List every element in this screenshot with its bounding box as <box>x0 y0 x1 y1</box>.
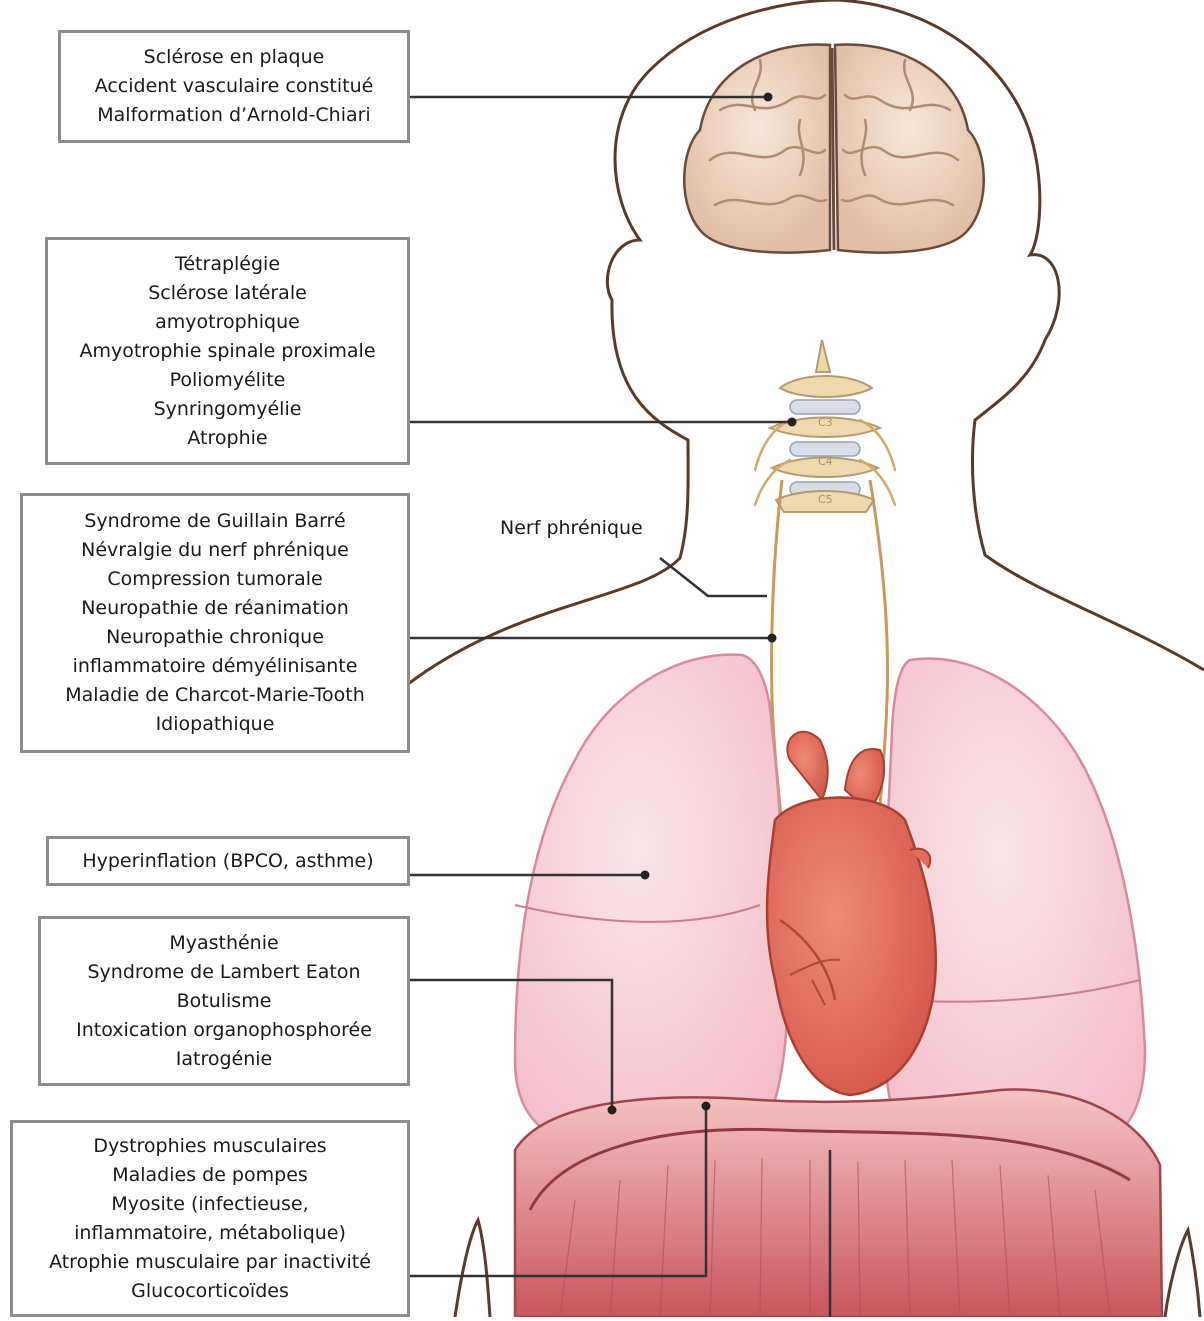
muscle-cause: Maladies de pompes <box>112 1161 308 1190</box>
spinal-cause: Sclérose latérale <box>148 279 307 308</box>
spinal-causes-box: Tétraplégie Sclérose latérale amyotrophi… <box>45 237 410 465</box>
brain-cause: Malformation d’Arnold-Chiari <box>97 101 370 130</box>
cervical-spine: C3 C4 C5 <box>755 340 895 512</box>
nerve-cause: Neuropathie de réanimation <box>81 594 349 623</box>
junction-cause: Botulisme <box>177 987 272 1016</box>
left-arm-outline <box>455 1220 490 1317</box>
brain-cause: Accident vasculaire constitué <box>95 72 374 101</box>
spinal-cause: Synringomyélie <box>154 395 302 424</box>
muscle-cause: inflammatoire, métabolique) <box>74 1219 346 1248</box>
vertebra-label-c4: C4 <box>818 455 833 468</box>
junction-causes-box: Myasthénie Syndrome de Lambert Eaton Bot… <box>38 916 410 1086</box>
spinal-cause: Poliomyélite <box>170 366 286 395</box>
junction-cause: Syndrome de Lambert Eaton <box>87 958 360 987</box>
nerve-cause: Syndrome de Guillain Barré <box>84 507 345 536</box>
muscle-cause: Atrophie musculaire par inactivité <box>49 1248 371 1277</box>
spinal-cause: amyotrophique <box>155 308 300 337</box>
phrenic-nerve-label: Nerf phrénique <box>500 517 643 539</box>
nerve-cause: inflammatoire démyélinisante <box>73 652 358 681</box>
nerve-cause: Compression tumorale <box>107 565 322 594</box>
nerve-cause: Maladie de Charcot-Marie-Tooth <box>65 681 365 710</box>
left-lung <box>515 655 787 1140</box>
vertebra-label-c5: C5 <box>818 493 833 506</box>
lung-cause: Hyperinflation (BPCO, asthme) <box>82 847 373 876</box>
brain-cause: Sclérose en plaque <box>144 43 325 72</box>
nerve-causes-box: Syndrome de Guillain Barré Névralgie du … <box>20 493 410 753</box>
spinal-cause: Amyotrophie spinale proximale <box>79 337 375 366</box>
junction-cause: Intoxication organophosphorée <box>76 1016 372 1045</box>
muscle-causes-box: Dystrophies musculaires Maladies de pomp… <box>10 1120 410 1317</box>
muscle-cause: Glucocorticoïdes <box>131 1277 289 1306</box>
nerve-cause: Névralgie du nerf phrénique <box>81 536 349 565</box>
muscle-cause: Myosite (infectieuse, <box>111 1190 308 1219</box>
junction-cause: Iatrogénie <box>176 1045 272 1074</box>
right-arm-outline <box>1165 1230 1200 1317</box>
spinal-cause: Tétraplégie <box>175 250 280 279</box>
nerve-cause: Neuropathie chronique <box>106 623 324 652</box>
diaphragm <box>515 1090 1162 1317</box>
junction-cause: Myasthénie <box>169 929 278 958</box>
nerve-cause: Idiopathique <box>156 710 275 739</box>
vertebra-label-c3: C3 <box>818 416 833 429</box>
lung-causes-box: Hyperinflation (BPCO, asthme) <box>46 836 410 886</box>
spinal-cause: Atrophie <box>187 424 267 453</box>
muscle-cause: Dystrophies musculaires <box>93 1132 326 1161</box>
brain <box>684 44 984 252</box>
brain-causes-box: Sclérose en plaque Accident vasculaire c… <box>58 30 410 143</box>
